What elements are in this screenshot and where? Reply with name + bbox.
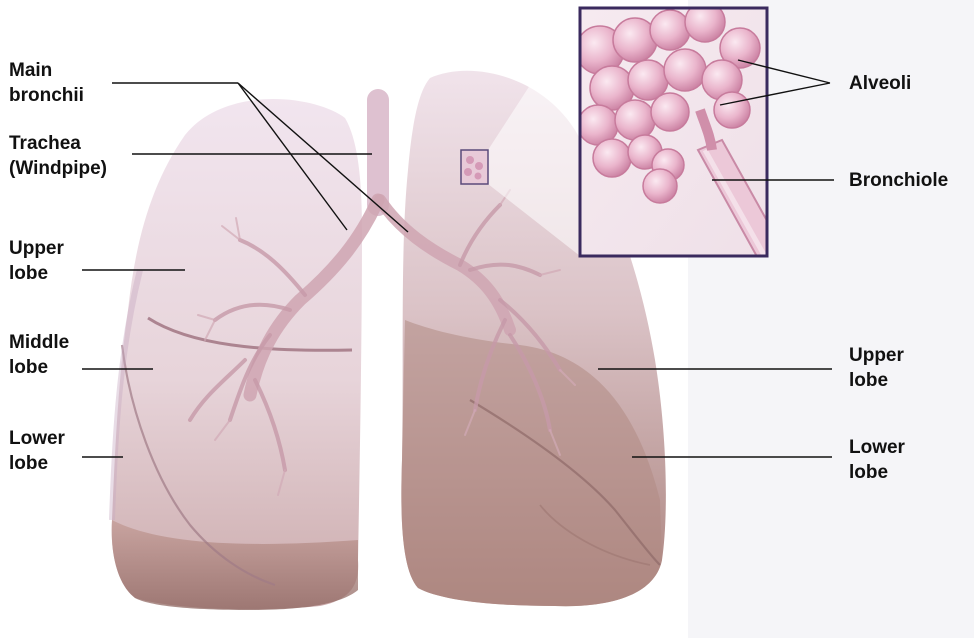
label-lower-lobe-left-lung: Lower lobe bbox=[849, 435, 905, 485]
label-middle-lobe: Middle lobe bbox=[9, 330, 69, 380]
label-main-bronchii: Main bronchii bbox=[9, 58, 84, 108]
label-trachea: Trachea (Windpipe) bbox=[9, 131, 107, 181]
label-alveoli: Alveoli bbox=[849, 71, 911, 96]
label-upper-lobe-left-lung: Upper lobe bbox=[849, 343, 904, 393]
label-bronchiole: Bronchiole bbox=[849, 168, 948, 193]
label-upper-lobe-right-lung: Upper lobe bbox=[9, 236, 64, 286]
right-lung bbox=[112, 99, 362, 610]
label-lower-lobe-right-lung: Lower lobe bbox=[9, 426, 65, 476]
alveoli-inset bbox=[576, 2, 790, 262]
